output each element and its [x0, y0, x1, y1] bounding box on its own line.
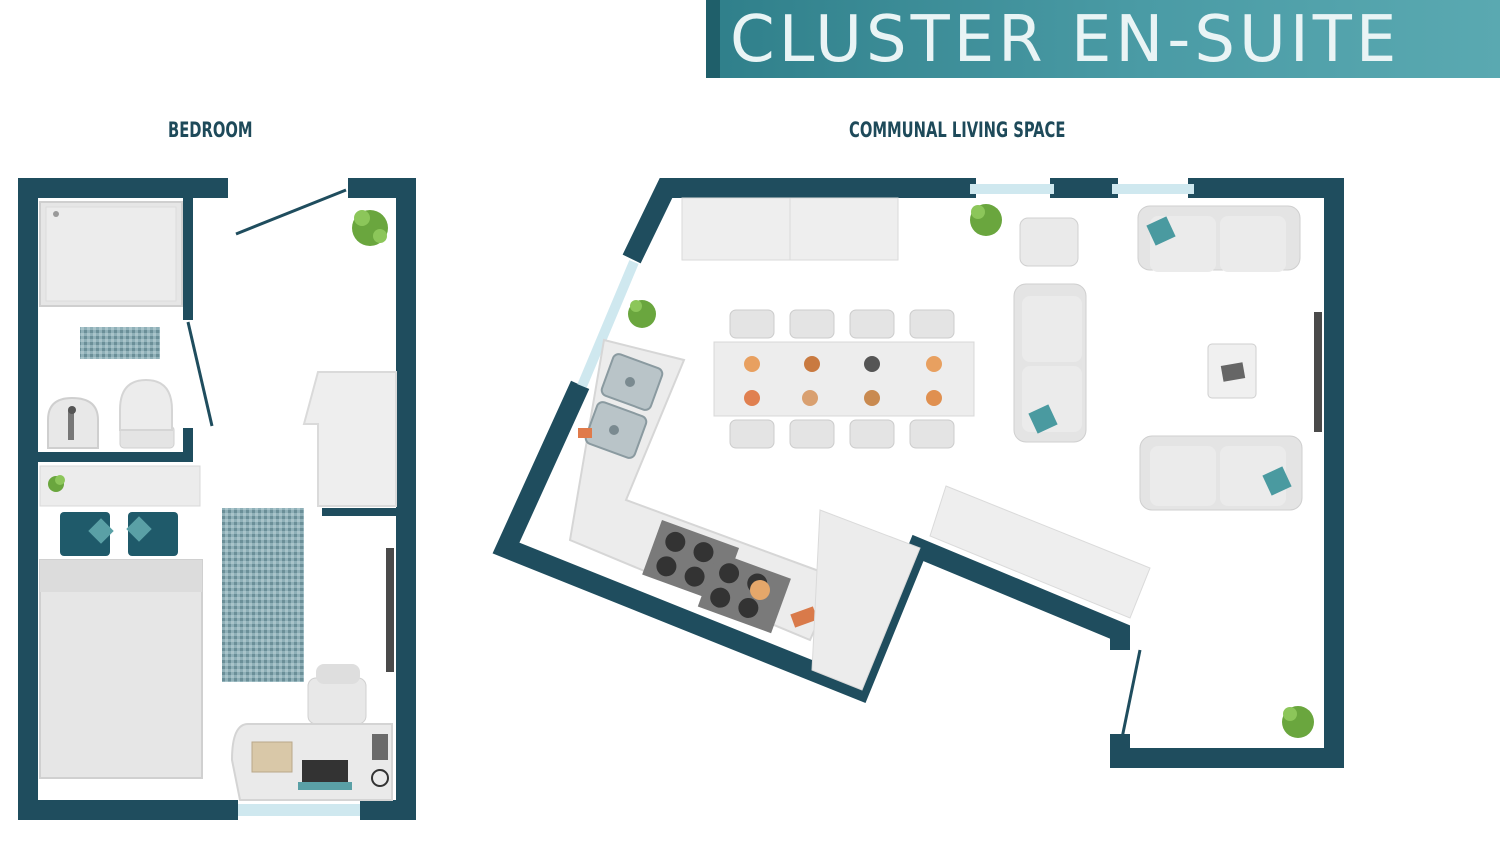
rug-icon [222, 508, 304, 682]
desk-icon [230, 723, 393, 801]
radiator [386, 548, 394, 672]
utensil [578, 428, 592, 438]
page-title: CLUSTER EN-SUITE [730, 3, 1401, 77]
radiator [1314, 312, 1322, 432]
plant-icon [352, 210, 388, 246]
sofa-icon [1139, 435, 1303, 511]
title-banner-edge [706, 0, 720, 78]
breakfast-bar [929, 485, 1151, 619]
book [251, 741, 293, 773]
coffee-table [1207, 343, 1257, 399]
bedroom-plan [18, 178, 416, 820]
armchair [1019, 217, 1079, 267]
wardrobe [302, 371, 397, 507]
window [577, 184, 1194, 388]
toilet-icon [119, 378, 175, 449]
entry-door [235, 188, 347, 236]
bed-icon [39, 559, 203, 779]
counter-end [811, 509, 921, 691]
bedroom-label: BEDROOM [168, 118, 253, 142]
wall-cabinets [681, 197, 899, 261]
chopping-board [790, 606, 818, 628]
shower-icon [39, 201, 183, 307]
clock-icon [371, 769, 389, 787]
communal-label: COMMUNAL LIVING SPACE [849, 118, 1066, 142]
plant-icon [628, 300, 656, 328]
communal-door [1120, 649, 1142, 739]
sink-icon [584, 353, 664, 459]
bedroom-walls [18, 178, 416, 820]
plant-icon [48, 475, 65, 492]
sofa-icon [1013, 283, 1087, 443]
dining-table-icon [713, 309, 975, 449]
communal-plan [492, 178, 1344, 768]
plant-icon [1282, 706, 1314, 738]
title-banner [706, 0, 1500, 78]
chair-icon [307, 664, 367, 725]
plant-icon [970, 204, 1002, 236]
sink-icon [47, 396, 99, 449]
bedroom-window [238, 804, 360, 816]
laptop-icon [302, 760, 348, 784]
bathroom-door [186, 321, 214, 427]
cushion [88, 518, 114, 544]
pan [750, 580, 770, 600]
headboard-shelf [39, 465, 201, 507]
lamp [372, 734, 388, 760]
bath-mat [80, 327, 160, 359]
cushion [126, 516, 152, 542]
sofa-icon [1137, 205, 1301, 272]
